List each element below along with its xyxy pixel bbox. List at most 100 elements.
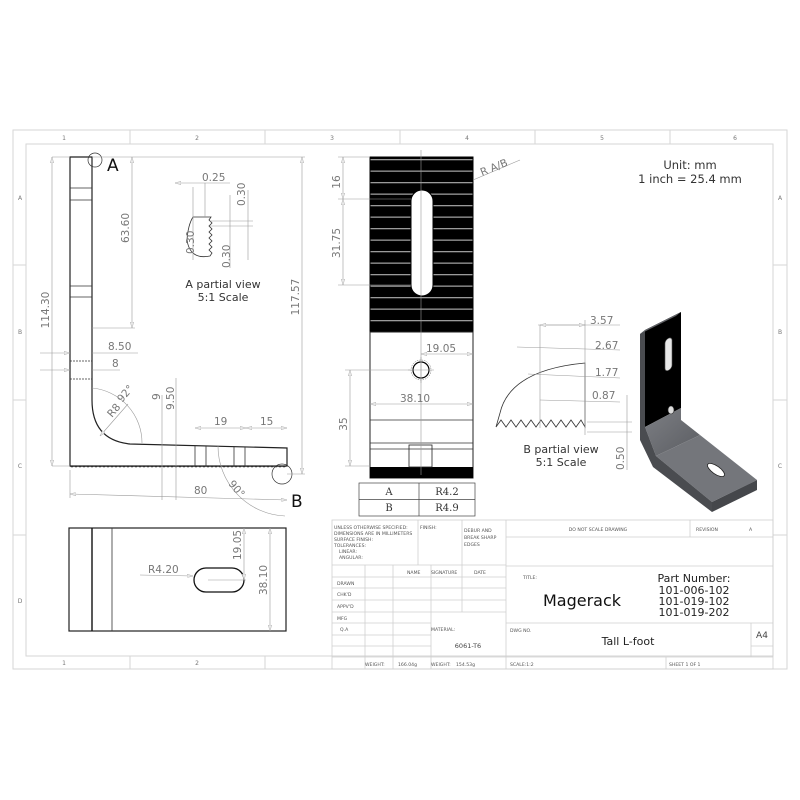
vertical-slot: [410, 189, 434, 297]
dim-16: 16: [331, 175, 343, 189]
header-name: NAME: [407, 570, 421, 576]
dim-r8: R8: [105, 402, 123, 420]
dim-1-77: 1.77: [595, 367, 618, 379]
note-tolerances: TOLERANCES:: [333, 543, 366, 549]
role-qa: Q.A: [340, 627, 349, 633]
row-label-a: A: [18, 195, 23, 202]
dim-r4-20: R4.20: [148, 564, 179, 576]
dim-80: 80: [194, 485, 207, 497]
note-dimensions: DIMENSIONS ARE IN MILLIMETERS: [334, 531, 412, 537]
material-label: MATERIAL:: [431, 627, 456, 633]
dim-19-05-front: 19.05: [426, 343, 456, 355]
revision-value: A: [749, 527, 753, 533]
finish-label: FINISH:: [420, 525, 437, 531]
row-labels: A B C D A B C: [18, 195, 783, 605]
dim-3-57: 3.57: [590, 315, 613, 327]
dim-0-30-top: 0.30: [236, 183, 248, 206]
dim-8-50: 8.50: [108, 341, 131, 353]
column-label-2-bottom: 2: [195, 660, 199, 667]
conversion-text: 1 inch = 25.4 mm: [638, 172, 742, 186]
dim-0-30-bottom: 0.30: [221, 245, 233, 268]
dwg-no-label: DWG NO.: [510, 628, 531, 634]
column-label-1-bottom: 1: [62, 660, 66, 667]
row-label-d: D: [18, 598, 23, 605]
deburr-line-2: BREAK SHARP: [464, 535, 497, 541]
part-number-2: 101-019-102: [659, 595, 730, 608]
dim-15: 15: [260, 416, 273, 428]
weight-label-1: WEIGHT:: [365, 662, 385, 668]
revision-label: REVISION: [696, 527, 718, 533]
partial-view-a-scale: 5:1 Scale: [198, 291, 249, 304]
drawing-title: Magerack: [543, 591, 622, 610]
column-label-1: 1: [62, 135, 66, 142]
dim-0-50: 0.50: [615, 447, 627, 470]
row-label-c-right: C: [778, 463, 782, 470]
callout-radius: R A/B: [479, 157, 510, 179]
dim-0-30-left: 0.30: [185, 231, 197, 254]
front-view: R A/B 16 31.75 19.05 38.10 35: [331, 150, 521, 479]
callout-b: B: [291, 492, 303, 512]
dim-0-25: 0.25: [202, 172, 225, 184]
callout-a: A: [107, 156, 119, 176]
row-label-c: C: [18, 463, 22, 470]
part-number-label: Part Number:: [658, 572, 731, 585]
column-label-6: 6: [733, 135, 737, 142]
deburr-line-1: DEBUR AND: [464, 528, 492, 534]
weight-label-2: WEIGHT:: [431, 662, 451, 668]
part-number-1: 101-006-102: [659, 584, 730, 597]
deburr-line-3: EDGES: [464, 542, 480, 548]
column-label-2: 2: [195, 135, 199, 142]
partial-view-a-title: A partial view: [185, 278, 260, 291]
partial-view-b-title: B partial view: [523, 443, 598, 456]
dim-19-05-bottom: 19.05: [232, 530, 244, 560]
role-approved: APPV'D: [337, 604, 354, 610]
row-label-a-right: A: [778, 195, 783, 202]
row-label-b: B: [18, 329, 22, 336]
radius-table: A R4.2 B R4.9: [358, 482, 476, 517]
role-checked: CHK'D: [337, 592, 352, 598]
dim-9-50: 9.50: [165, 387, 177, 410]
dim-31-75: 31.75: [331, 228, 343, 258]
note-linear: LINEAR:: [339, 549, 357, 555]
units-note: Unit: mm 1 inch = 25.4 mm: [638, 158, 742, 186]
note-angular: ANGULAR:: [339, 555, 363, 561]
header-date: DATE: [474, 570, 486, 576]
dim-35: 35: [338, 417, 350, 430]
partial-view-b: 3.57 2.67 1.77 0.87 0.50 B partial view …: [495, 315, 632, 470]
dim-114-30: 114.30: [40, 292, 52, 329]
side-view: A B 114.30 63.60 117.57 8.50 8 R8 92° 9: [40, 152, 305, 517]
dwg-no-value: Tall L-foot: [601, 635, 655, 648]
dim-9: 9: [151, 393, 163, 400]
partial-view-b-scale: 5:1 Scale: [536, 456, 587, 469]
scale-value: SCALE:1:2: [510, 662, 534, 668]
note-surface-finish: SURFACE FINISH:: [334, 537, 373, 543]
role-drawn: DRAWN: [337, 581, 354, 587]
radius-table-value-a: R4.2: [435, 487, 458, 498]
dim-90-deg: 90°: [226, 478, 247, 500]
column-label-5: 5: [600, 135, 604, 142]
weight-value-1: 166.04g: [398, 662, 417, 668]
material-value: 6061-T6: [455, 642, 481, 650]
dim-2-67: 2.67: [595, 340, 618, 352]
dim-38-10-bottom: 38.10: [258, 565, 270, 595]
note-unless-specified: UNLESS OTHERWISE SPECIFIED:: [334, 525, 408, 531]
bottom-view: R4.20 19.05 38.10: [68, 527, 287, 632]
radius-table-key-a: A: [384, 487, 393, 498]
radius-table-key-b: B: [385, 503, 392, 514]
unit-text: Unit: mm: [663, 158, 716, 172]
row-label-b-right: B: [778, 329, 782, 336]
sheet-number: SHEET 1 OF 1: [669, 662, 701, 668]
dim-117-57: 117.57: [290, 279, 302, 316]
column-labels: 1 2 3 4 5 6 1 2: [62, 135, 737, 667]
header-signature: SIGNATURE: [431, 570, 457, 576]
isometric-view: [640, 312, 757, 512]
column-label-4: 4: [465, 135, 469, 142]
dim-8: 8: [112, 358, 119, 370]
detail-a-circle: [87, 152, 103, 168]
role-mfg: MFG: [337, 616, 348, 622]
column-label-3: 3: [330, 135, 334, 142]
partial-view-a: 0.25 0.30 0.30 0.30 A partial view 5:1 S…: [175, 172, 261, 304]
dim-0-87: 0.87: [592, 390, 615, 402]
dim-38-10-front: 38.10: [400, 393, 430, 405]
title-label: TITLE:: [522, 575, 537, 581]
